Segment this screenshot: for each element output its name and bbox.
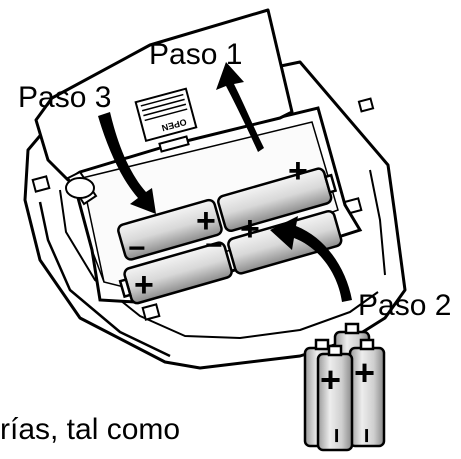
battery-lid: OPEN — [34, 8, 294, 206]
polarity-plus-1: + — [196, 202, 216, 240]
arrow-step3 — [98, 112, 156, 214]
loose-plus-1: + — [320, 359, 341, 400]
polarity-plus-4: + — [134, 266, 154, 304]
polarity-marks: − + + − + + — [128, 152, 308, 304]
step2-label: Paso 2 — [358, 289, 452, 322]
arrow-step1 — [216, 62, 264, 152]
loose-battery-marks: + + − − — [320, 352, 382, 443]
loose-batteries — [303, 322, 386, 452]
caption-text: rías, tal como — [0, 413, 181, 446]
step1-label: Paso 1 — [149, 38, 243, 71]
arrow-step2 — [270, 216, 352, 302]
loose-minus-1: − — [322, 428, 352, 443]
step3-label: Paso 3 — [18, 81, 112, 114]
polarity-plus-2: + — [288, 152, 308, 190]
loose-plus-2: + — [354, 352, 375, 393]
polarity-plus-3: + — [240, 210, 260, 248]
loose-minus-2: − — [352, 428, 382, 443]
polarity-minus-1: − — [128, 232, 146, 265]
polarity-minus-2: − — [205, 229, 223, 262]
